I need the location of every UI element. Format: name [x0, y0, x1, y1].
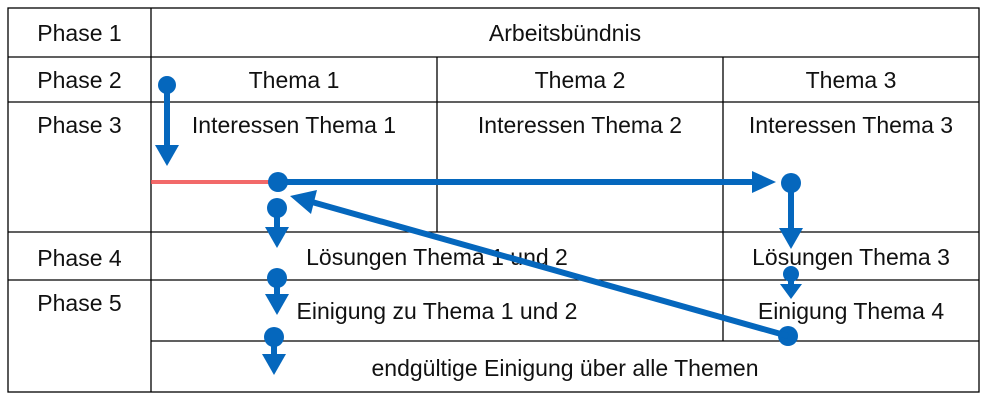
- arbeitsbuendnis-cell: Arbeitsbündnis: [488, 20, 642, 46]
- phase-5-label: Phase 5: [37, 290, 122, 316]
- interests-3: Interessen Thema 3: [748, 112, 954, 138]
- topic-1: Thema 1: [248, 67, 340, 93]
- arrow-right: [268, 171, 776, 193]
- arrow-diagonal-back: [290, 190, 798, 346]
- phase-2-label: Phase 2: [37, 67, 122, 93]
- phase-1-label: Phase 1: [37, 20, 122, 46]
- agreement-4: Einigung Thema 4: [757, 298, 945, 324]
- arrow-t1-down-1: [265, 198, 289, 248]
- solutions-3: Lösungen Thema 3: [752, 244, 950, 270]
- arrow-t1-down-3: [262, 327, 286, 375]
- phase-3-label: Phase 3: [37, 112, 122, 138]
- arrow-t1-down-2: [265, 268, 289, 315]
- topic-3: Thema 3: [805, 67, 897, 93]
- phase-4-label: Phase 4: [37, 245, 122, 271]
- arrow-phase2-down: [155, 76, 179, 166]
- arrow-t3-down-2: [780, 266, 802, 299]
- solutions-1-2: Lösungen Thema 1 und 2: [306, 244, 568, 270]
- topic-2: Thema 2: [534, 67, 626, 93]
- agreement-1-2: Einigung zu Thema 1 und 2: [296, 298, 578, 324]
- interests-2: Interessen Thema 2: [477, 112, 683, 138]
- interests-1: Interessen Thema 1: [191, 112, 397, 138]
- arrow-t3-down: [779, 173, 803, 249]
- final-agreement: endgültige Einigung über alle Themen: [371, 355, 759, 381]
